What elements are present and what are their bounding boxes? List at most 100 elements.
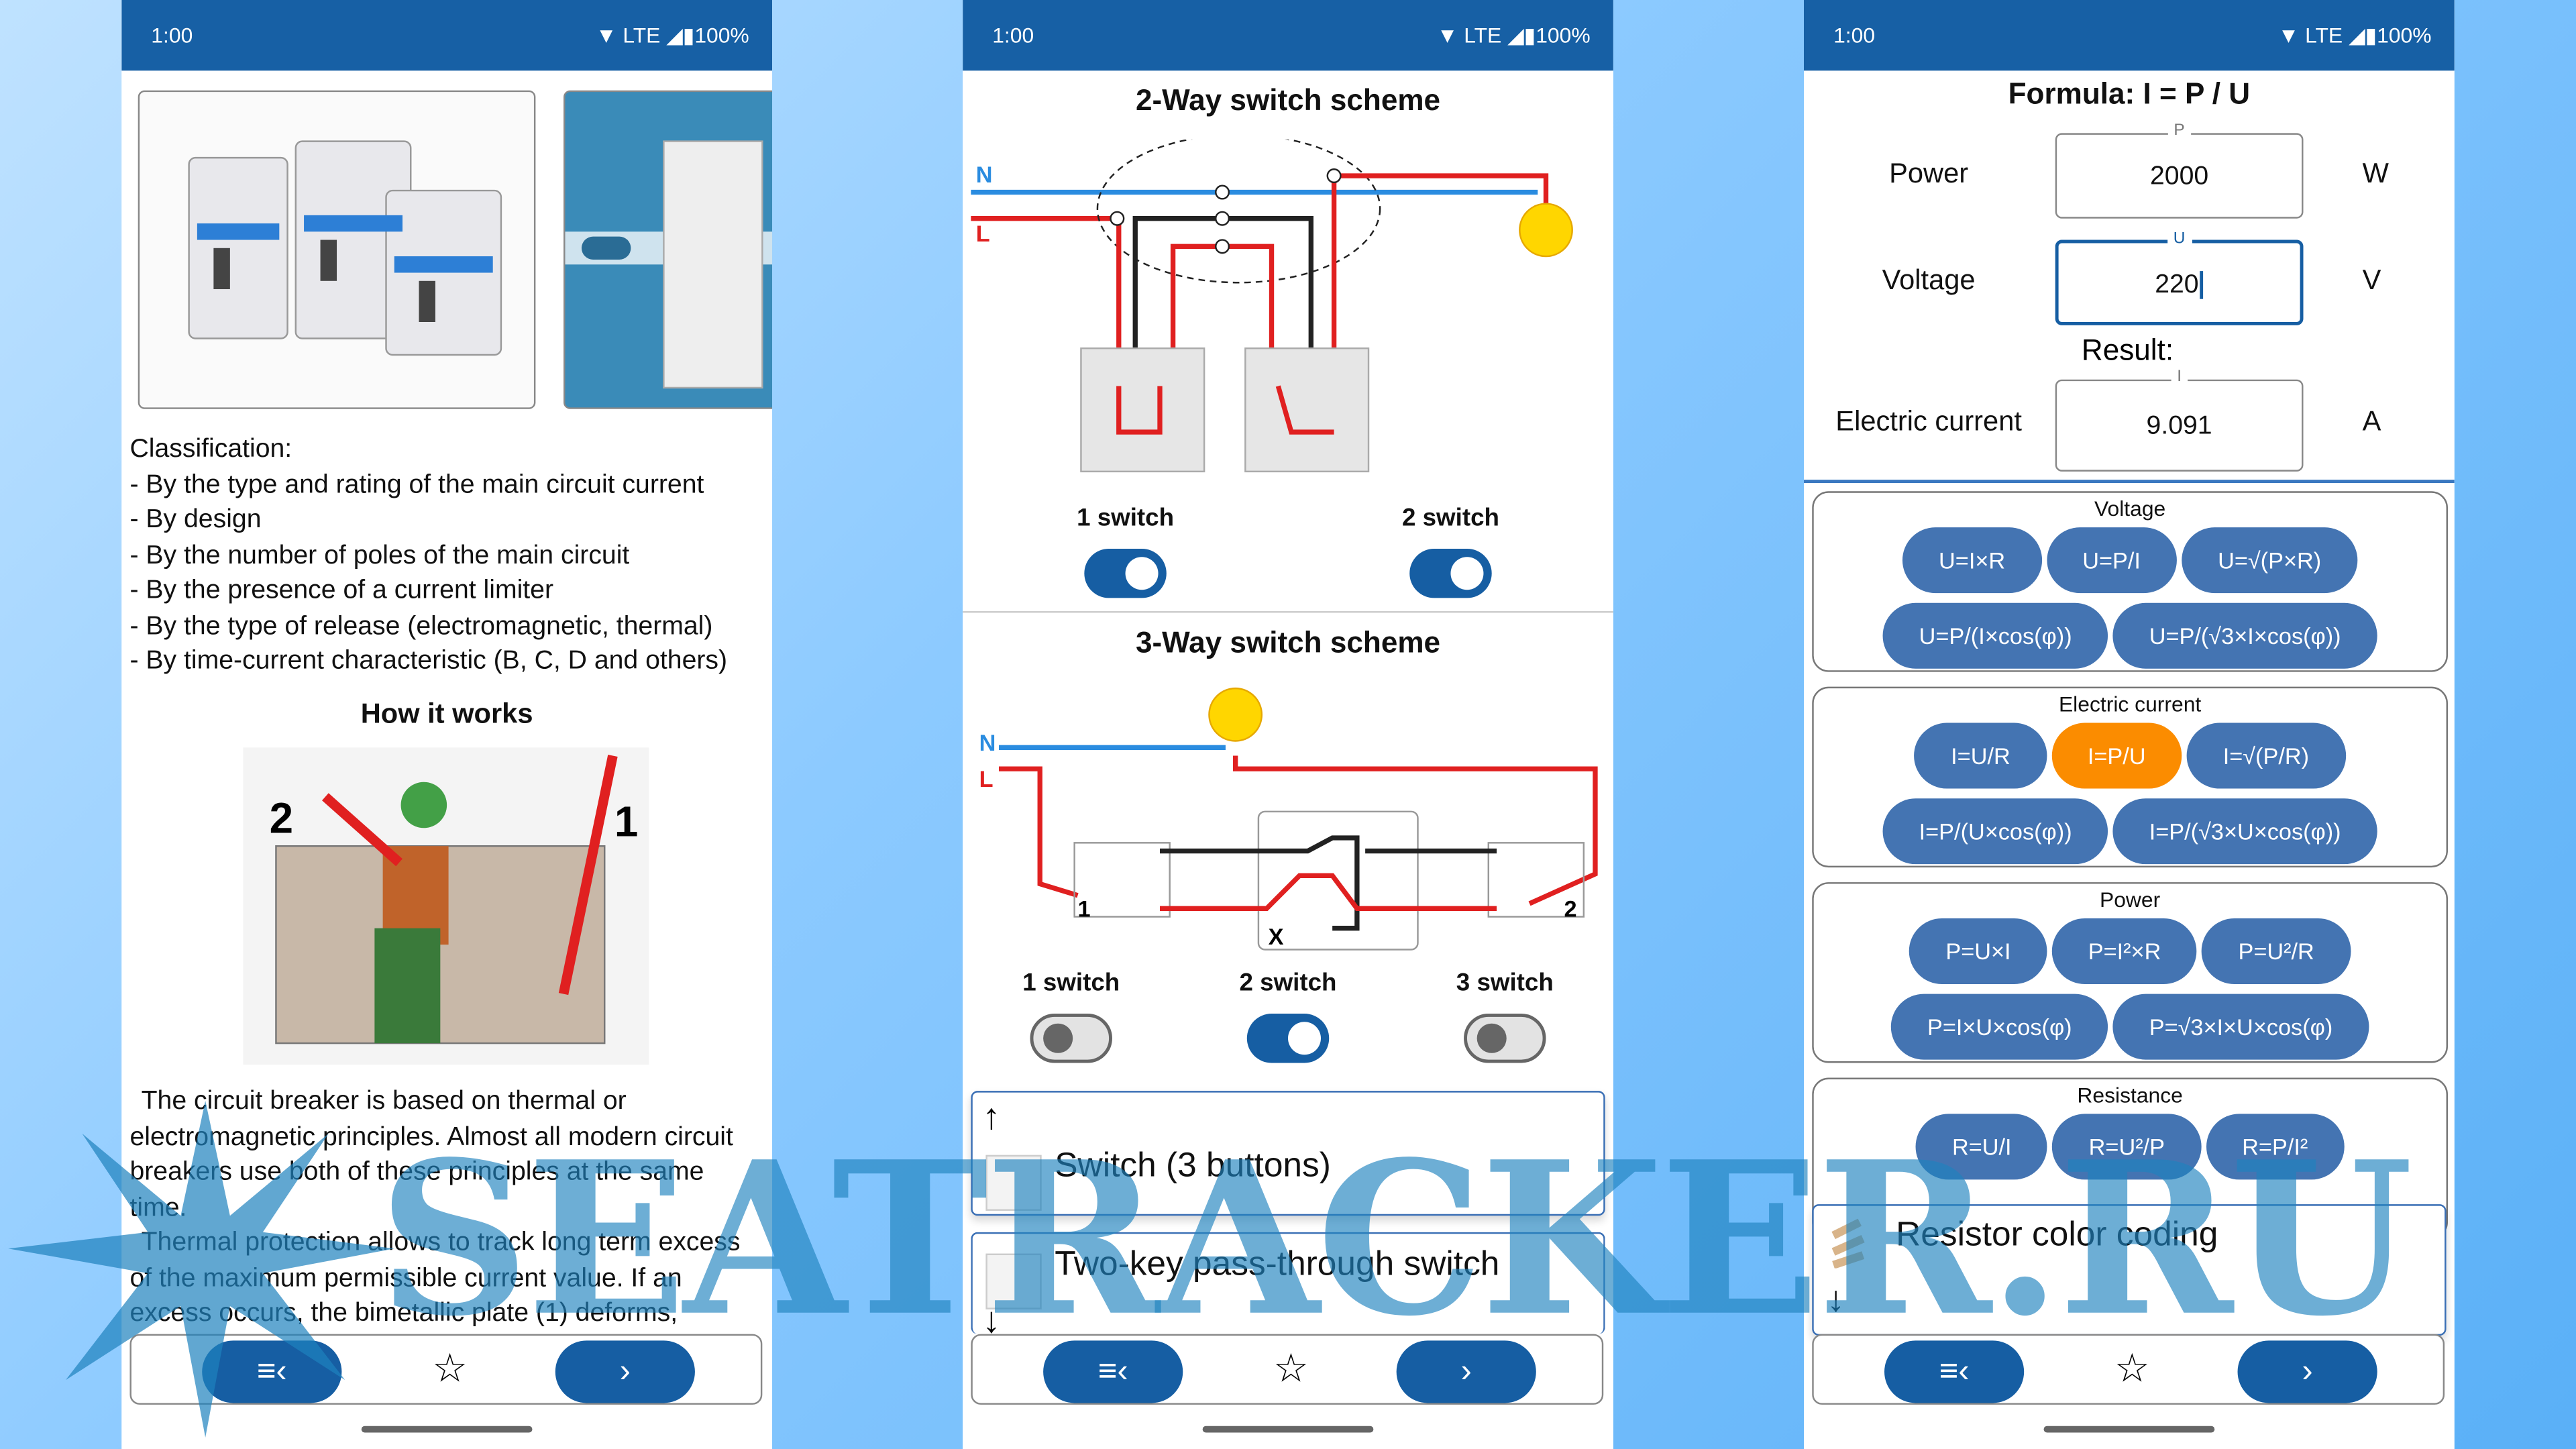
two-way-switch-2-toggle[interactable]: [1409, 548, 1492, 598]
next-button[interactable]: ›: [2237, 1340, 2377, 1403]
voltage-symbol: U: [2166, 229, 2192, 250]
three-way-switch-3-toggle[interactable]: [1464, 1014, 1546, 1063]
favorite-star-icon[interactable]: ☆: [2114, 1347, 2150, 1392]
diagram-label: 2: [269, 793, 294, 843]
signal-icon: ◢▮: [666, 23, 695, 48]
current-value: 9.091: [2146, 412, 2212, 441]
list-item-switch-3-buttons[interactable]: ↑ Switch (3 buttons): [971, 1091, 1605, 1216]
breaker-photo-2[interactable]: [564, 90, 773, 409]
din-rail-image: [565, 140, 773, 389]
home-indicator[interactable]: [2043, 1426, 2215, 1433]
arrow-down-icon[interactable]: ↓: [982, 1299, 1001, 1341]
formula-button-active[interactable]: I=P/U: [2051, 722, 2182, 789]
switch-thumbnail-icon: [985, 1155, 1042, 1211]
formula-button[interactable]: I=P/(√3×U×cos(φ)): [2112, 798, 2377, 865]
power-value: 2000: [2150, 162, 2209, 191]
formula-title: Formula: I = P / U: [2008, 77, 2251, 111]
current-output: I 9.091: [2055, 368, 2304, 472]
two-way-title: 2-Way switch scheme: [1135, 83, 1441, 117]
formula-button[interactable]: I=U/R: [1915, 722, 2047, 789]
current-label: Electric current: [1835, 405, 2022, 437]
next-button[interactable]: ›: [1396, 1340, 1536, 1403]
formula-button[interactable]: U=I×R: [1902, 527, 2042, 594]
classification-item: - By the type of release (electromagneti…: [129, 612, 713, 640]
circuit-breaker-image: [188, 140, 502, 356]
home-indicator[interactable]: [361, 1426, 533, 1433]
switch-label: 1 switch: [1077, 504, 1175, 533]
list-item-two-key-switch[interactable]: Two-key pass-through switch ↓: [971, 1232, 1605, 1340]
menu-button[interactable]: ≡‹: [202, 1340, 342, 1403]
signal-icon: ◢▮: [1507, 23, 1536, 48]
formula-button[interactable]: P=I²×R: [2051, 918, 2198, 984]
group-title: Electric current: [2058, 692, 2202, 716]
network-label: LTE: [623, 23, 661, 48]
list-item-resistor-color-coding[interactable]: Resistor color coding ↓: [1812, 1204, 2447, 1336]
formula-button[interactable]: U=√(P×R): [2182, 527, 2358, 594]
formula-button[interactable]: P=√3×I×U×cos(φ): [2112, 994, 2369, 1060]
result-label: Result:: [2081, 333, 2174, 367]
status-bar: 1:00 ▼ LTE ◢▮100%: [1804, 0, 2455, 71]
classification-item: - By the number of poles of the main cir…: [129, 541, 630, 570]
battery-label: 100%: [2377, 23, 2432, 48]
formula-button[interactable]: U=P/(√3×I×cos(φ)): [2112, 602, 2377, 669]
menu-icon: ≡‹: [1097, 1353, 1128, 1390]
arrow-down-icon[interactable]: ↓: [1827, 1278, 1845, 1320]
switch-label: 2 switch: [1239, 969, 1337, 998]
signal-icon: ◢▮: [2349, 23, 2377, 48]
status-time: 1:00: [151, 23, 193, 48]
next-button[interactable]: ›: [555, 1340, 695, 1403]
divider: [1804, 480, 2455, 484]
classification-item: - By time-current characteristic (B, C, …: [129, 647, 728, 676]
classification-item: - By the type and rating of the main cir…: [129, 470, 704, 499]
network-label: LTE: [1464, 23, 1502, 48]
arrow-up-icon[interactable]: ↑: [982, 1095, 1001, 1137]
favorite-star-icon[interactable]: ☆: [1273, 1347, 1309, 1392]
bottom-nav: ≡‹ ☆ ›: [971, 1334, 1604, 1405]
wire-n-label: N: [979, 729, 996, 756]
voltage-label: Voltage: [1882, 264, 1976, 296]
description-paragraph: The circuit breaker is based on thermal …: [129, 1087, 733, 1222]
status-bar: 1:00 ▼ LTE ◢▮100%: [121, 0, 773, 71]
formula-button[interactable]: R=U²/P: [2052, 1114, 2201, 1180]
formula-button[interactable]: P=U²/R: [2202, 918, 2351, 984]
bottom-nav: ≡‹ ☆ ›: [1812, 1334, 2445, 1405]
three-way-mark: X: [1268, 923, 1284, 950]
three-way-switch-2-toggle[interactable]: [1246, 1014, 1330, 1063]
current-symbol: I: [2170, 368, 2188, 388]
resistor-icon: [1827, 1216, 1879, 1269]
text-cursor: [2200, 271, 2204, 299]
divider: [963, 611, 1613, 613]
classification-item: - By design: [129, 506, 262, 534]
menu-button[interactable]: ≡‹: [1043, 1340, 1183, 1403]
formula-button[interactable]: P=U×I: [1909, 918, 2047, 984]
home-indicator[interactable]: [1202, 1426, 1374, 1433]
wifi-icon: ▼: [1436, 23, 1464, 48]
wire-l-label: L: [979, 765, 994, 792]
battery-label: 100%: [1536, 23, 1591, 48]
group-title: Resistance: [2077, 1082, 2183, 1108]
three-way-switch-1-toggle[interactable]: [1030, 1014, 1112, 1063]
group-title: Voltage: [2094, 496, 2166, 521]
favorite-star-icon[interactable]: ☆: [432, 1347, 468, 1392]
breaker-photo-1[interactable]: [138, 90, 536, 409]
current-unit: A: [2362, 405, 2381, 437]
two-way-switch-1-toggle[interactable]: [1084, 548, 1167, 598]
classification-title: Classification:: [129, 435, 292, 464]
menu-icon: ≡‹: [1939, 1353, 1970, 1390]
power-label: Power: [1889, 158, 1969, 189]
switch-label: 3 switch: [1456, 969, 1554, 998]
formula-button[interactable]: P=I×U×cos(φ): [1891, 994, 2108, 1060]
formula-button[interactable]: I=P/(U×cos(φ)): [1882, 798, 2108, 865]
battery-label: 100%: [694, 23, 749, 48]
formula-button[interactable]: U=P/I: [2046, 527, 2177, 594]
switch-label: 2 switch: [1401, 504, 1499, 533]
formula-button[interactable]: R=P/I²: [2206, 1114, 2345, 1180]
formula-button[interactable]: R=U/I: [1916, 1114, 2048, 1180]
formula-button[interactable]: I=√(P/R): [2186, 722, 2345, 789]
formula-button[interactable]: U=P/(I×cos(φ)): [1882, 602, 2108, 669]
menu-button[interactable]: ≡‹: [1884, 1340, 2025, 1403]
